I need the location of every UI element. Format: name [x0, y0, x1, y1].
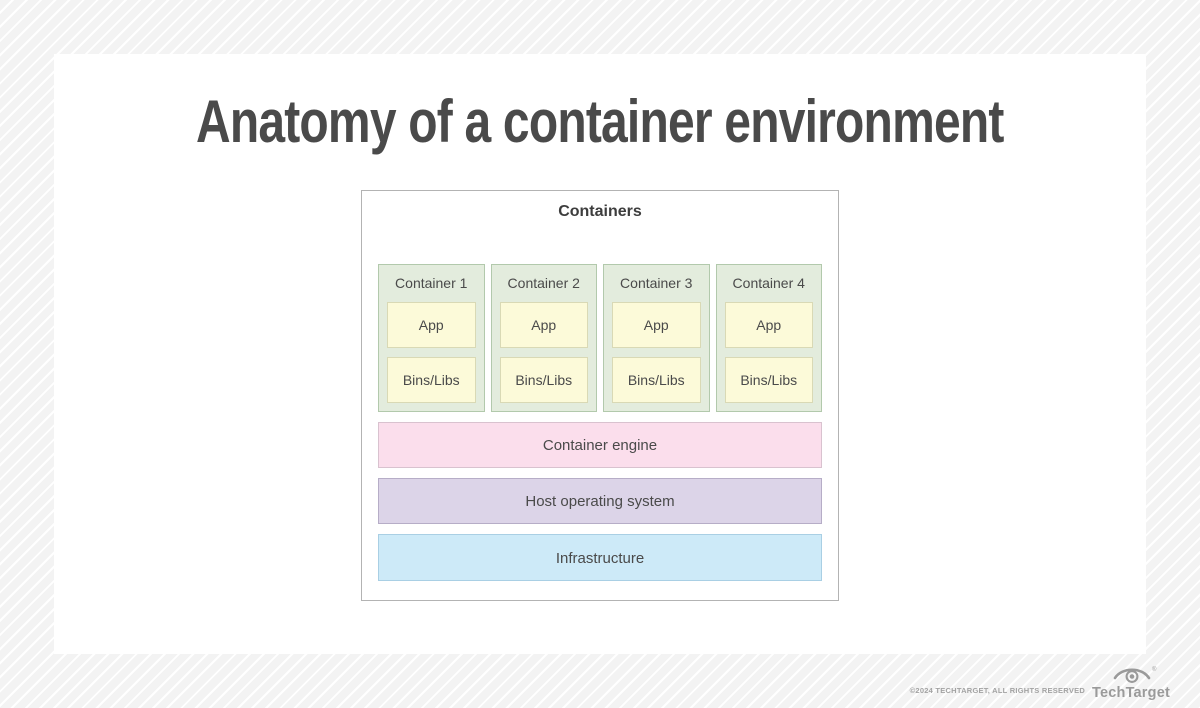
container-4-app-box: App — [724, 302, 813, 348]
eye-icon: ® — [1112, 665, 1158, 688]
containers-heading: Containers — [558, 203, 642, 220]
container-3-app-box: App — [612, 302, 701, 348]
containers-box: Containers Container 1 App Bins/Libs Con… — [361, 190, 839, 601]
container-card-2: Container 2 App Bins/Libs — [490, 264, 597, 412]
container-4-label: Container 4 — [732, 275, 805, 291]
container-card-1: Container 1 App Bins/Libs — [378, 264, 485, 412]
layer-host-operating-system: Host operating system — [378, 478, 822, 524]
container-1-bins-box: Bins/Libs — [387, 357, 476, 403]
containers-row: Container 1 App Bins/Libs Container 2 Ap… — [378, 264, 822, 412]
container-card-4: Container 4 App Bins/Libs — [715, 264, 822, 412]
container-2-label: Container 2 — [507, 275, 580, 291]
page-title-text: Anatomy of a container environment — [196, 88, 1004, 155]
layer-infrastructure: Infrastructure — [378, 534, 822, 581]
container-1-app-box: App — [387, 302, 476, 348]
layer-container-engine: Container engine — [378, 422, 822, 468]
svg-text:®: ® — [1152, 666, 1157, 673]
techtarget-logo: ® TechTarget — [1092, 665, 1170, 704]
techtarget-logo-text: TechTarget — [1092, 685, 1171, 701]
container-2-app-box: App — [499, 302, 588, 348]
container-2-bins-box: Bins/Libs — [499, 357, 588, 403]
copyright-text: ©2024 TECHTARGET, ALL RIGHTS RESERVED — [909, 686, 1085, 695]
container-3-bins-box: Bins/Libs — [612, 357, 701, 403]
container-3-label: Container 3 — [620, 275, 693, 291]
footer: ©2024 TECHTARGET, ALL RIGHTS RESERVED ® … — [910, 665, 1170, 704]
page-title: Anatomy of a container environment — [0, 92, 1200, 152]
container-4-bins-box: Bins/Libs — [724, 357, 813, 403]
container-1-label: Container 1 — [395, 275, 468, 291]
container-card-3: Container 3 App Bins/Libs — [603, 264, 710, 412]
